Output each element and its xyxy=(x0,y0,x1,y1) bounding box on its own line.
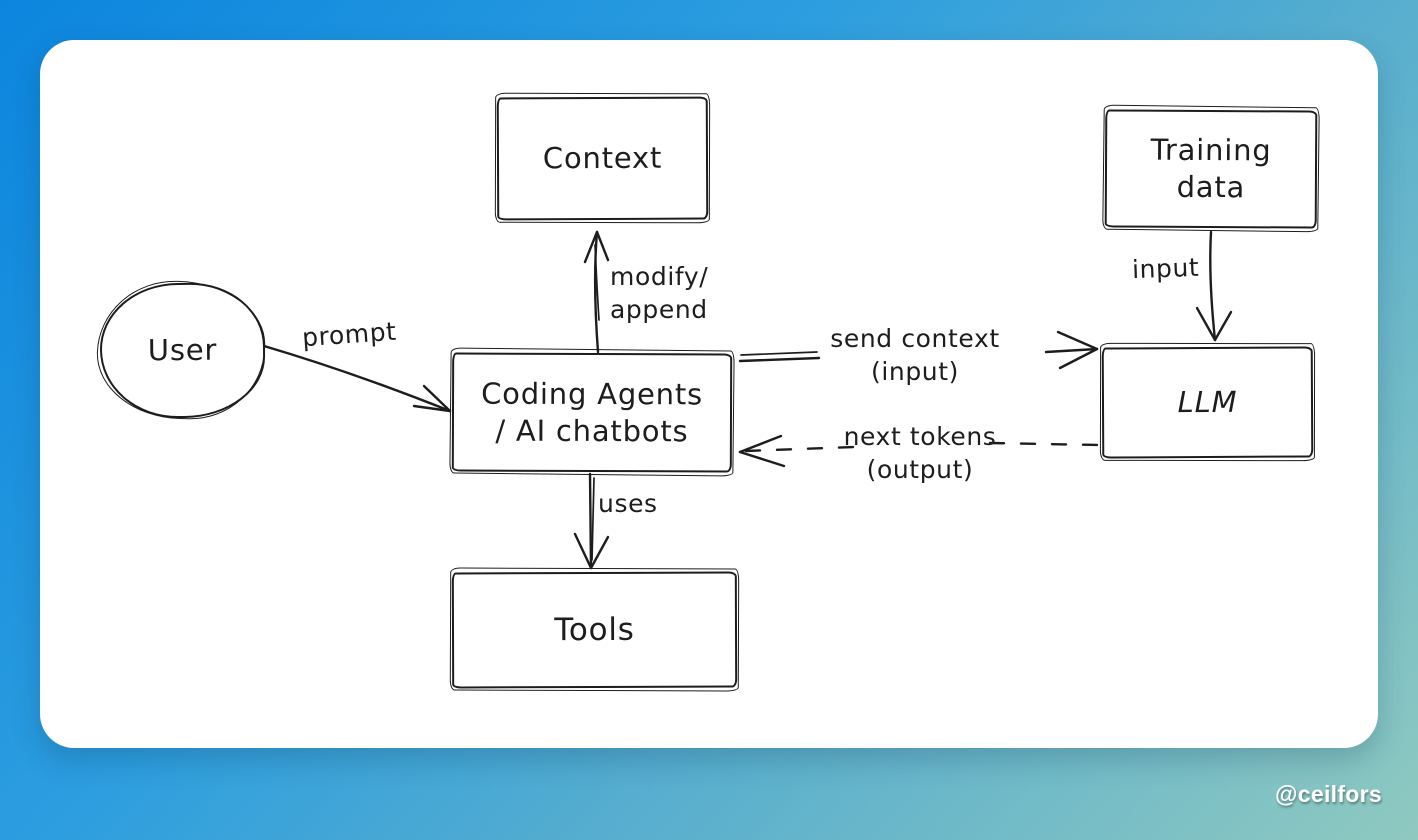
edge-label-send-context: send context (input) xyxy=(815,322,1015,388)
next-tokens-arrow xyxy=(738,434,1100,468)
edge-label-next-tokens-line2: (output) xyxy=(866,455,974,484)
edge-label-input: input xyxy=(1131,252,1200,285)
node-training-data: Training data xyxy=(1104,109,1318,229)
prompt-arrow xyxy=(262,344,452,413)
node-llm: LLM xyxy=(1101,346,1314,459)
input-arrow xyxy=(1195,230,1233,342)
node-user: User xyxy=(99,282,266,419)
node-context: Context xyxy=(496,96,709,221)
edge-label-prompt: prompt xyxy=(301,316,398,353)
edge-label-modify-append: modify/ append xyxy=(610,260,708,326)
edge-label-next-tokens: next tokens (output) xyxy=(820,420,1020,486)
node-tools: Tools xyxy=(451,571,738,689)
edge-label-next-tokens-line1: next tokens xyxy=(843,422,997,451)
send-context-arrow xyxy=(738,330,1099,370)
edge-label-modify-append-line2: append xyxy=(610,295,708,324)
node-tools-label: Tools xyxy=(554,611,635,648)
edge-label-send-context-line1: send context xyxy=(830,324,1000,353)
uses-arrow xyxy=(573,472,610,570)
node-llm-label: LLM xyxy=(1177,384,1238,420)
connector-layer xyxy=(262,230,1233,570)
node-training-data-label-line2: data xyxy=(1176,169,1246,205)
edge-label-send-context-line2: (input) xyxy=(870,357,959,386)
node-coding-agents-label-line2: / AI chatbots xyxy=(495,413,689,448)
node-context-label: Context xyxy=(542,140,663,176)
node-training-data-label-line1: Training xyxy=(1150,132,1272,168)
watermark: @ceilfors xyxy=(1275,781,1382,807)
node-user-label: User xyxy=(147,332,218,368)
node-coding-agents-label-line1: Coding Agents xyxy=(481,376,704,411)
edge-label-uses: uses xyxy=(598,489,658,518)
edge-label-modify-append-line1: modify/ xyxy=(610,262,709,291)
modify-append-arrow xyxy=(583,230,610,354)
diagram-card: Context Training data User Coding Agents… xyxy=(40,40,1378,748)
node-coding-agents: Coding Agents / AI chatbots xyxy=(451,352,733,473)
